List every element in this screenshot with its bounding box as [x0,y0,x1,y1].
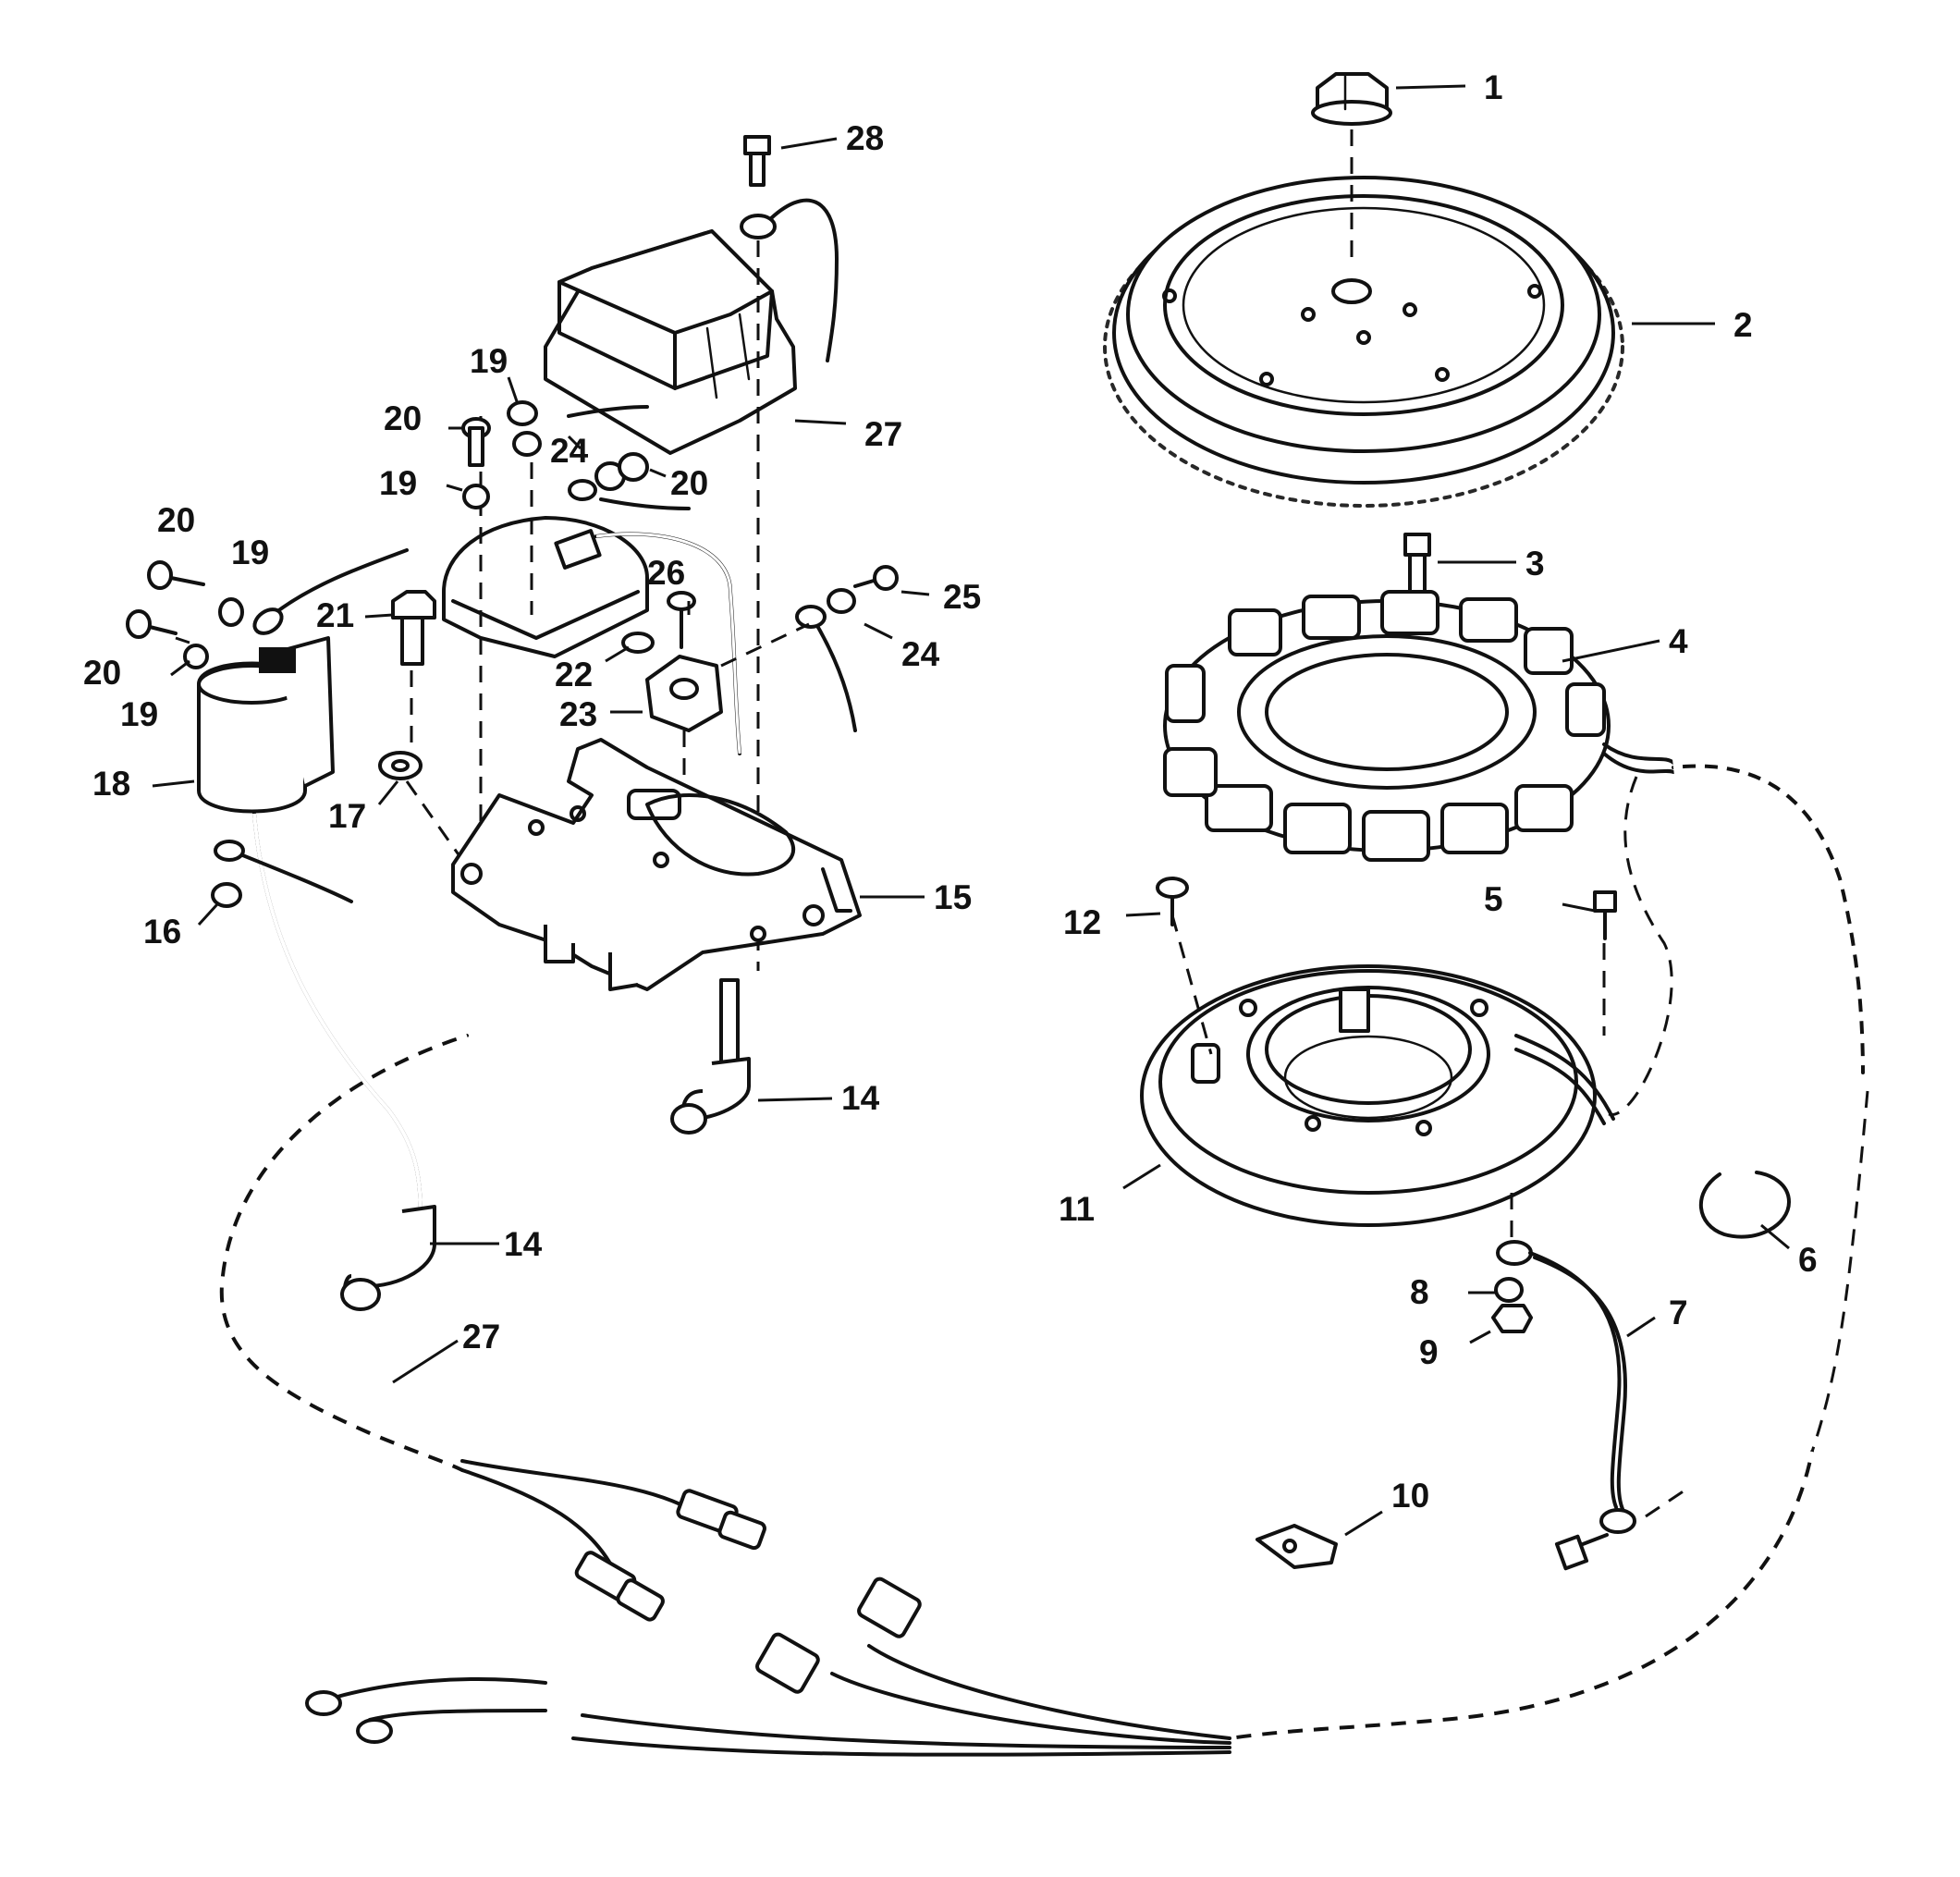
callout-22: 22 [555,656,593,693]
coil-washer-upper [218,597,244,627]
callout-5: 5 [1484,880,1503,918]
ignition-coil [197,636,335,814]
coil-screw-upper [147,560,205,590]
timer-base-screw-5 [1593,890,1617,940]
callout-9: 9 [1419,1333,1439,1371]
callout-25: 25 [943,578,981,616]
callout-20-c: 20 [157,501,195,539]
bracket-washer [378,751,423,780]
callout-14-lower: 14 [504,1225,543,1263]
callout-6: 6 [1798,1241,1818,1279]
rectifier-washer [462,484,490,509]
callout-3: 3 [1525,545,1545,583]
callout-15: 15 [934,878,972,916]
rectifier-screw [461,417,491,467]
switchbox-ground-terminal [740,214,777,239]
lock-washer [1494,1277,1524,1303]
callout-1: 1 [1484,68,1503,106]
callout-2: 2 [1733,306,1753,344]
switchbox-ground-lead [766,198,839,362]
coil-primary-wire [271,548,409,617]
callout-17: 17 [328,797,366,835]
callout-26: 26 [647,554,685,592]
callout-20-b: 20 [670,464,708,502]
rectifier-lead-screw [853,565,899,591]
stator [1163,590,1675,862]
coil-ground-terminal [214,840,245,862]
callout-18: 18 [92,765,130,803]
flywheel-nut [1311,72,1392,126]
callout-8: 8 [1410,1273,1429,1311]
callout-20-d: 20 [83,654,121,692]
callout-19-c: 19 [231,534,269,571]
callout-21: 21 [316,596,354,634]
coil-nut [211,882,242,908]
leader-lines [152,84,1790,1537]
callout-19-a: 19 [470,342,508,380]
callout-19-d: 19 [120,695,158,733]
coil-screw-lower [126,609,178,639]
callout-labels: 1 2 3 4 5 6 7 8 9 10 11 12 14 14 15 16 1… [83,68,1818,1515]
coil-washer-lower [183,644,209,669]
callout-23: 23 [559,695,597,733]
bracket-bolt [391,590,436,666]
coil-ground-lead [229,849,353,903]
callout-11: 11 [1059,1190,1095,1228]
terminal-block [645,655,723,732]
callout-16: 16 [143,913,181,951]
dash-lead [720,622,810,668]
timer-base [1140,964,1615,1227]
callout-19-b: 19 [379,464,417,502]
mounting-bracket [451,738,862,991]
timer-base-screw-12 [1156,877,1189,926]
lead-washer [827,588,856,614]
spark-plug-boot-lower [340,1205,436,1311]
switchbox-washer-b [512,431,542,457]
main-wire-harness [210,1024,1823,1757]
stator-lead-harness [1608,756,1872,1453]
ground-screw [1554,1533,1609,1571]
callout-4: 4 [1669,622,1688,660]
callout-28: 28 [846,119,884,157]
callout-24-b: 24 [901,635,940,673]
spark-plug-boot-upper [670,978,751,1135]
retaining-ring [1698,1171,1791,1239]
terminal-washer [621,632,655,654]
callout-27-lower: 27 [462,1318,500,1356]
callout-27-upper: 27 [864,415,902,453]
ground-lead [1496,1240,1636,1534]
terminal-screw [667,591,696,649]
rectifier-block [442,516,649,658]
switchbox-nut-b [618,452,649,482]
dash-plate-screw-12 [1170,914,1213,1055]
callout-20-a: 20 [384,399,422,437]
stator-screw [1403,533,1431,595]
hex-nut [1491,1304,1533,1333]
callout-24-a: 24 [550,432,589,470]
switch-box [544,229,797,455]
callout-10: 10 [1391,1477,1429,1515]
dash-ground-screw [1645,1487,1688,1518]
flywheel [1103,176,1624,508]
rectifier-output-lead [812,618,857,732]
switchbox-washer-a [507,400,538,426]
callout-7: 7 [1669,1294,1688,1331]
switchbox-bolt [743,135,771,187]
callout-12: 12 [1063,903,1101,941]
callout-14-upper: 14 [841,1079,880,1117]
coil-spark-lead [252,812,423,1222]
cable-clamp [1256,1524,1338,1569]
